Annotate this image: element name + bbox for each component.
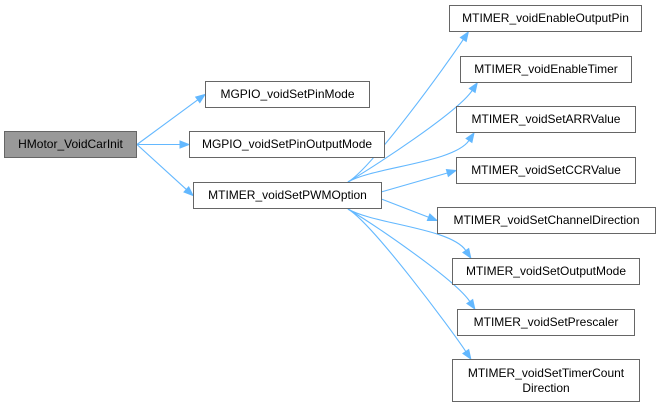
arrowhead-set-ccr-value: [445, 169, 458, 178]
arrowhead-set-output-mode: [462, 247, 472, 260]
node-label: HMotor_VoidCarInit: [18, 137, 123, 151]
edge-pwm-to-set-timer-count-direction: [347, 208, 467, 352]
arrowhead-set-channel-direction: [426, 213, 439, 222]
node-label: MTIMER_voidSetCCRValue: [471, 163, 621, 177]
edge-pwm-to-set-arr-value: [347, 140, 470, 183]
edge-pwm-to-set-prescaler: [347, 208, 471, 302]
arrowhead-enable-output-pin: [459, 30, 470, 43]
edge-pwm-to-set-ccr-value: [381, 172, 448, 193]
node-label: MTIMER_voidSetOutputMode: [465, 264, 627, 278]
arrowhead-set-pin-output-mode: [179, 140, 191, 149]
edge-pwm-to-set-output-mode: [347, 208, 467, 251]
arrowhead-set-pin-mode: [194, 93, 207, 104]
node-label: MGPIO_voidSetPinMode: [220, 87, 355, 101]
node-mgpio-voidsetpinoutputmode[interactable]: MGPIO_voidSetPinOutputMode: [189, 131, 385, 158]
node-label: MTIMER_voidSetChannelDirection: [453, 213, 640, 227]
node-mtimer-voidenableoutputpin[interactable]: MTIMER_voidEnableOutputPin: [449, 5, 642, 32]
node-mgpio-voidsetpinmode[interactable]: MGPIO_voidSetPinMode: [205, 81, 370, 108]
node-mtimer-voidsetarrvalue[interactable]: MTIMER_voidSetARRValue: [456, 106, 636, 133]
arrowhead-set-timer-count-direction: [462, 348, 472, 361]
node-label-line2: Direction: [522, 380, 570, 395]
node-label: MTIMER_voidSetPWMOption: [208, 188, 367, 202]
node-mtimer-voidsetchanneldirection[interactable]: MTIMER_voidSetChannelDirection: [437, 207, 656, 234]
node-mtimer-voidsettimercountdirection[interactable]: MTIMER_voidSetTimerCount Direction: [452, 359, 640, 402]
edge-root-to-set-pin-mode: [136, 99, 199, 145]
arrowhead-set-prescaler: [466, 298, 476, 311]
arrowhead-set-arr-value: [465, 131, 475, 144]
node-mtimer-voidenabletimer[interactable]: MTIMER_voidEnableTimer: [460, 56, 632, 83]
node-label: MGPIO_voidSetPinOutputMode: [201, 137, 373, 151]
node-mtimer-voidsetccrvalue[interactable]: MTIMER_voidSetCCRValue: [456, 157, 636, 184]
node-label-line1: MTIMER_voidSetTimerCount: [467, 365, 625, 380]
node-label: MTIMER_voidSetARRValue: [471, 112, 621, 126]
arrowhead-set-pwm-option: [183, 185, 195, 197]
node-mtimer-voidsetoutputmode[interactable]: MTIMER_voidSetOutputMode: [452, 258, 640, 285]
edge-pwm-to-set-channel-direction: [381, 198, 429, 218]
node-label: MTIMER_voidSetPrescaler: [473, 315, 619, 329]
arrowhead-enable-timer: [468, 81, 478, 94]
node-label: MTIMER_voidEnableTimer: [474, 62, 618, 76]
node-mtimer-voidsetprescaler[interactable]: MTIMER_voidSetPrescaler: [457, 309, 635, 336]
edge-pwm-to-enable-output-pin: [347, 39, 464, 183]
node-label: MTIMER_voidEnableOutputPin: [462, 11, 629, 25]
edge-pwm-to-enable-timer: [347, 90, 473, 183]
edge-root-to-set-pwm-option: [136, 144, 187, 190]
node-hmotor-voidcarinit[interactable]: HMotor_VoidCarInit: [4, 131, 137, 158]
node-mtimer-voidsetpwmoption[interactable]: MTIMER_voidSetPWMOption: [193, 182, 382, 209]
